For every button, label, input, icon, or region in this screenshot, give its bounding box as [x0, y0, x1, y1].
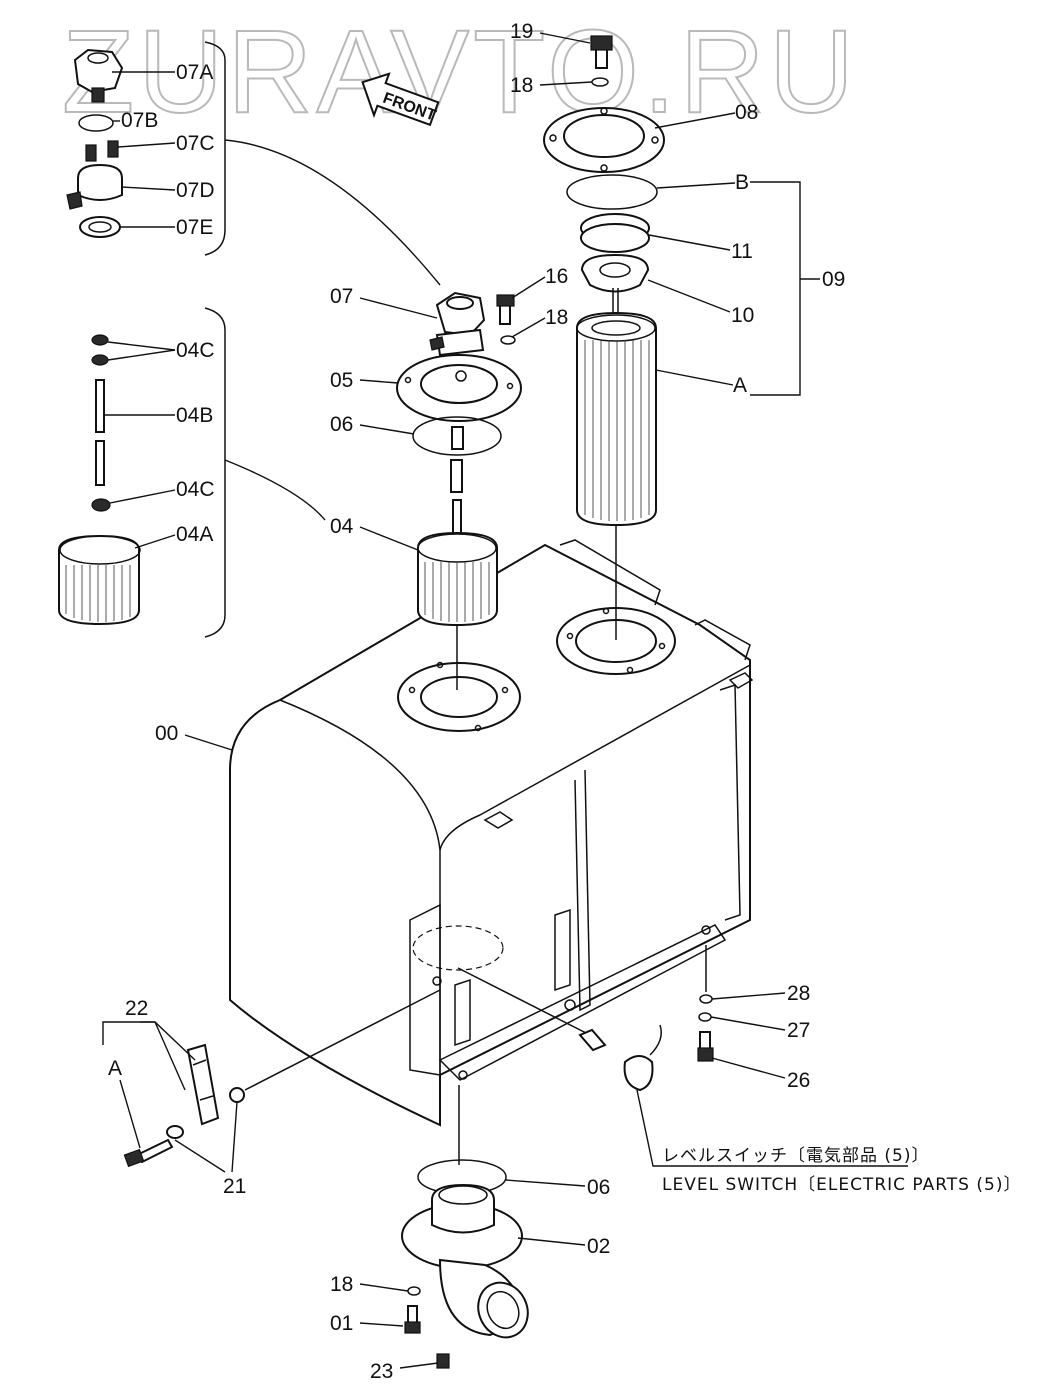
- level-switch-caption-jp: レベルスイッチ〔電気部品 (5)〕: [662, 1146, 929, 1166]
- label-07B: 07B: [121, 109, 158, 132]
- label-07C: 07C: [176, 132, 215, 155]
- watermark: ZURAVTO.RU: [62, 6, 858, 138]
- label-01: 01: [330, 1312, 353, 1335]
- part-labels: 07A 07B 07C 07D 07E 19 18 08 B 11 10 09 …: [108, 20, 845, 1383]
- label-28: 28: [787, 982, 810, 1005]
- label-A-filter: A: [733, 374, 747, 397]
- label-05: 05: [330, 369, 353, 392]
- label-26: 26: [787, 1069, 810, 1092]
- suction-pipe: [401, 1085, 529, 1369]
- return-filter-assembly: [543, 35, 665, 640]
- label-23: 23: [370, 1360, 393, 1383]
- label-27: 27: [787, 1019, 810, 1042]
- label-18-top: 18: [510, 74, 533, 97]
- label-11: 11: [731, 240, 753, 263]
- front-direction-arrow: FRONT: [361, 72, 440, 127]
- label-04C-top: 04C: [176, 339, 215, 362]
- label-04B: 04B: [176, 404, 213, 427]
- label-18-bottom: 18: [330, 1273, 353, 1296]
- level-switch-caption-en: LEVEL SWITCH〔ELECTRIC PARTS (5)〕: [662, 1175, 1021, 1195]
- label-10: 10: [731, 304, 754, 327]
- bracket-hardware: [123, 945, 714, 1168]
- label-19: 19: [510, 20, 533, 43]
- label-B: B: [735, 171, 749, 194]
- label-21: 21: [223, 1175, 246, 1198]
- label-00: 00: [155, 722, 178, 745]
- label-06-top: 06: [330, 413, 353, 436]
- label-16: 16: [545, 265, 568, 288]
- breather-subparts: [66, 41, 226, 256]
- strainer-subparts: [58, 307, 226, 638]
- leader-lines: [102, 32, 908, 1369]
- label-06-bottom: 06: [587, 1176, 610, 1199]
- label-A-bracket: A: [108, 1057, 122, 1080]
- strainer-assembly: [396, 291, 522, 690]
- label-04C-bottom: 04C: [176, 478, 215, 501]
- label-07: 07: [330, 285, 353, 308]
- label-09: 09: [822, 268, 845, 291]
- label-22: 22: [125, 997, 148, 1020]
- label-08: 08: [735, 101, 758, 124]
- hydraulic-tank: [229, 539, 754, 1127]
- label-18-mid: 18: [545, 306, 568, 329]
- label-07E: 07E: [176, 216, 213, 239]
- label-07A: 07A: [176, 61, 213, 84]
- label-04: 04: [330, 515, 354, 538]
- label-04A: 04A: [176, 523, 213, 546]
- label-07D: 07D: [176, 179, 215, 202]
- label-02: 02: [587, 1235, 610, 1258]
